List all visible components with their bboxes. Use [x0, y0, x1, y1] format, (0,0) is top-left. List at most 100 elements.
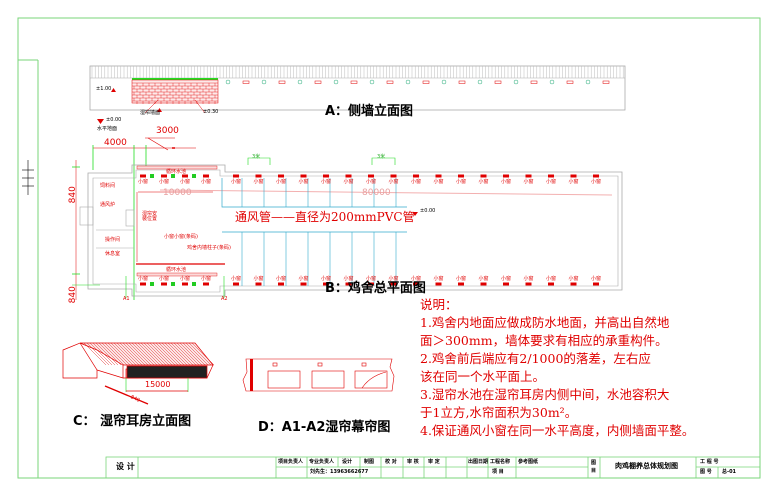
window-label: 小窗	[253, 276, 264, 282]
window-label: 小窗	[201, 276, 212, 282]
tb-job-no: 工 程 号	[700, 459, 719, 465]
window-label: 小窗	[523, 276, 534, 282]
room-feed: 饲料间	[100, 183, 116, 189]
window-label: 小窗	[456, 179, 467, 185]
note-line: 于1立方,水帘面积为30m²。	[420, 405, 578, 420]
binding-margin-marks	[22, 160, 34, 195]
tb-checker: 校 对	[385, 459, 397, 465]
window-mark	[413, 282, 419, 286]
view-a-title: A：侧墙立面图	[325, 104, 414, 119]
note-line: 1.鸡舍内地面应做成防水地面，并高出自然地	[420, 315, 670, 330]
tb-designer: 设计	[342, 459, 353, 465]
window-mark	[140, 282, 146, 286]
dim-10000: 10000	[163, 188, 192, 198]
window-label: 小窗	[591, 179, 602, 185]
tb-sheet-no: 图 号	[700, 469, 712, 475]
window-mark	[350, 80, 358, 84]
window-mark	[182, 174, 188, 178]
level-mark: ±0.00	[420, 208, 436, 214]
window-label: 小窗	[298, 179, 309, 185]
window-mark	[390, 282, 397, 286]
window-mark	[161, 174, 167, 178]
tb-approver: 审 定	[428, 459, 440, 465]
wetcurtain-label: 湿帘墙面	[140, 110, 161, 116]
tb-contact: 刘先生：13963662677	[310, 469, 369, 475]
window-mark	[548, 282, 554, 286]
ground-level: ±0.00	[106, 117, 122, 123]
window-mark	[386, 80, 394, 84]
vent-icon	[513, 79, 519, 85]
window-mark	[602, 80, 610, 84]
window-mark	[345, 174, 352, 178]
window-mark	[458, 174, 464, 178]
window-label: 小窗	[231, 276, 242, 282]
axis-a1: A1	[123, 296, 130, 302]
window-label: 小窗	[201, 179, 212, 185]
window-mark	[140, 174, 146, 178]
view-c-title: C： 湿帘耳房立面图	[73, 414, 192, 429]
plan-view	[72, 137, 623, 300]
vent-icon	[441, 79, 447, 85]
curtain-note: 湿帘安装位置	[142, 211, 158, 223]
pool-top: 循环水池	[166, 169, 187, 175]
curtain-diagram	[242, 358, 395, 392]
ear-room-elevation	[62, 342, 215, 405]
view-b-title: B：鸡舍总平面图	[325, 281, 426, 296]
window-mark	[480, 282, 487, 286]
vent-icon	[333, 79, 339, 85]
window-mark	[593, 174, 599, 178]
window-label: 小窗	[343, 276, 354, 282]
window-mark	[368, 174, 374, 178]
title-block	[105, 456, 761, 479]
window-label: 小窗	[523, 179, 534, 185]
window-label: 小窗	[411, 276, 422, 282]
window-mark	[503, 282, 509, 286]
window-label: 小窗	[276, 179, 287, 185]
window-mark	[458, 282, 464, 286]
window-mark	[525, 282, 532, 286]
vent-icon	[297, 79, 303, 85]
window-mark	[368, 282, 374, 286]
small-window-note: 小窗小窗(条码)	[164, 234, 198, 240]
window-mark	[233, 282, 239, 286]
room-rest: 休息室	[105, 251, 121, 257]
window-mark	[255, 282, 262, 286]
tb-sheet-value: 总-01	[722, 469, 737, 475]
tb-project: 项 目	[492, 469, 504, 475]
notes: 说明： 1.鸡舍内地面应做成防水地面，并高出自然地 面＞300mm，墙体要求有相…	[420, 296, 694, 440]
pillar-mark	[150, 174, 154, 178]
tb-project-lead: 项目负责人	[278, 459, 304, 465]
window-mark	[314, 80, 322, 84]
window-mark	[593, 282, 599, 286]
pillar-mark	[192, 174, 196, 178]
window-mark	[413, 174, 419, 178]
window-label: 小窗	[321, 179, 332, 185]
vent-icon	[477, 79, 483, 85]
window-label: 小窗	[231, 179, 242, 185]
window-mark	[494, 80, 502, 84]
dim-840-top: 840	[67, 186, 78, 204]
window-label: 小窗	[568, 179, 579, 185]
pool-bottom: 循环水池	[166, 267, 187, 273]
window-label: 小窗	[180, 179, 191, 185]
window-label: 小窗	[546, 276, 557, 282]
dim-4000: 4000	[104, 138, 127, 148]
window-label: 小窗	[501, 179, 512, 185]
tb-drawing-label: 图目	[591, 460, 597, 474]
pillar-mark	[171, 174, 175, 178]
window-label: 小窗	[568, 276, 579, 282]
window-mark	[548, 174, 554, 178]
window-label: 小窗	[253, 179, 264, 185]
window-label: 小窗	[321, 276, 332, 282]
window-label: 小窗	[478, 276, 489, 282]
pillar-note: 鸡舍内墙柱子(条码)	[187, 245, 231, 251]
window-mark	[300, 282, 307, 286]
window-mark	[278, 80, 286, 84]
note-line: 该在同一个水平面上。	[420, 369, 546, 384]
window-mark	[570, 282, 577, 286]
tb-drafter: 制图	[364, 459, 375, 465]
vent-icon	[261, 79, 267, 85]
window-mark	[390, 174, 397, 178]
tb-reviewer: 审 核	[407, 459, 419, 465]
vent-icon	[585, 79, 591, 85]
